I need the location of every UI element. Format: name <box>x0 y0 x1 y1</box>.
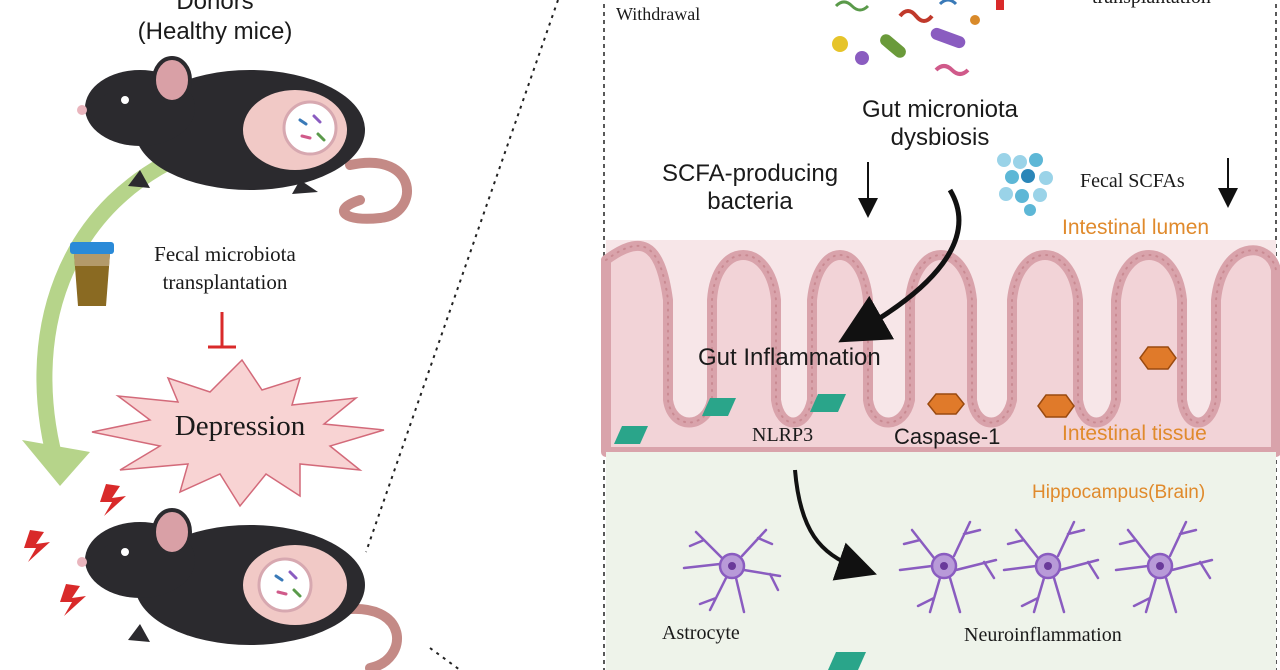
depression-label: Depression <box>174 410 306 442</box>
hippocampus-label: Hippocampus(Brain) <box>1032 482 1206 503</box>
dysbiosis-label-line1: Gut microniota <box>861 96 1019 123</box>
nlrp3-markers <box>614 394 866 670</box>
astrocyte-cell <box>682 528 782 614</box>
caspase1-label: Caspase-1 <box>894 424 1001 449</box>
neuroinflammation-label: Neuroinflammation <box>964 624 1122 646</box>
connector-bottom <box>429 647 461 670</box>
recipient-mouse <box>77 508 402 670</box>
gut-inflammation-label: Gut Inflammation <box>698 344 881 371</box>
withdrawal-label: Withdrawal <box>616 4 701 24</box>
intestinal-lumen-label: Intestinal lumen <box>1062 216 1210 239</box>
fmt-label-line2: transplantation <box>162 270 288 294</box>
intestinal-tissue-label: Intestinal tissue <box>1062 422 1207 445</box>
fmt-transfer-arrow <box>36 140 208 478</box>
caspase-markers <box>927 346 1177 418</box>
fecal-scfas-label: Fecal SCFAs <box>1080 170 1185 192</box>
stress-bolts <box>24 484 126 616</box>
gut-to-brain-arrow <box>793 469 877 581</box>
bacteria-cluster <box>832 0 1004 76</box>
scfa-bacteria-line1: SCFA-producing <box>661 160 839 187</box>
neuron-1 <box>898 520 998 614</box>
top-right-partial-label: transplantation <box>1092 0 1211 9</box>
depression-burst <box>91 358 385 508</box>
dysbiosis-to-inflammation-arrow <box>838 188 962 343</box>
fecal-sample-cup <box>70 242 114 306</box>
fmt-label-line1: Fecal microbiota <box>154 242 296 266</box>
neuron-2 <box>1002 520 1100 614</box>
inhibit-symbol <box>208 312 236 349</box>
neuron-3 <box>1114 520 1214 614</box>
dysbiosis-label-line2: dysbiosis <box>890 124 990 151</box>
astrocyte-label: Astrocyte <box>662 622 740 644</box>
scfa-bacteria-line2: bacteria <box>707 188 793 215</box>
nlrp3-label: NLRP3 <box>752 424 814 446</box>
donor-mouse <box>77 56 412 224</box>
donors-subtitle: (Healthy mice) <box>137 18 293 45</box>
scfa-molecules <box>997 153 1053 216</box>
donors-title: Donors <box>176 0 254 15</box>
connector-top <box>365 0 559 553</box>
